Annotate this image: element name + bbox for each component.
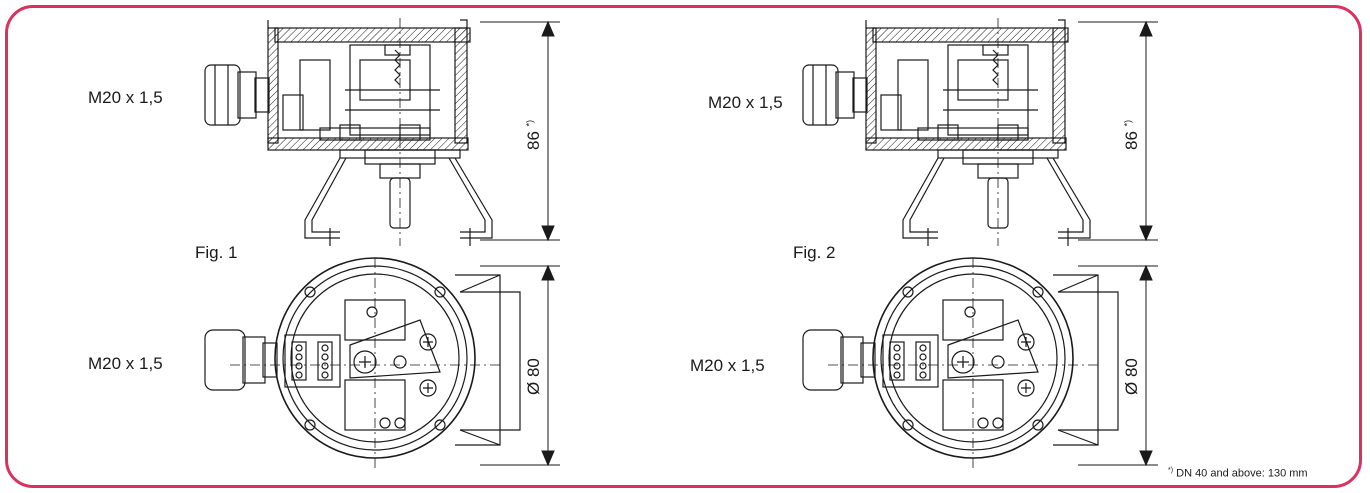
fig2-thread-label-side: M20 x 1,5 [708, 93, 783, 112]
fig2-thread-label-top: M20 x 1,5 [690, 356, 765, 375]
fig2-height-dimension: 86 *) [1122, 119, 1141, 150]
figure-2-side-view [802, 17, 1091, 247]
fig1-diameter-dimension: Ø 80 [524, 358, 543, 395]
fig1-thread-label-top: M20 x 1,5 [88, 354, 163, 373]
figure-1-side-view [204, 17, 493, 247]
drawing-frame [5, 5, 1362, 488]
fig1-height-dimension: 86 *) [524, 119, 543, 150]
fig2-diameter-dimension: Ø 80 [1122, 358, 1141, 395]
figure-2-top-view [802, 257, 1119, 471]
fig1-caption: Fig. 1 [195, 243, 238, 262]
fig1-thread-label-side: M20 x 1,5 [88, 88, 163, 107]
footnote: *) DN 40 and above: 130 mm [1168, 467, 1308, 480]
fig2-caption: Fig. 2 [793, 243, 836, 262]
figure-1-top-view [204, 257, 521, 471]
